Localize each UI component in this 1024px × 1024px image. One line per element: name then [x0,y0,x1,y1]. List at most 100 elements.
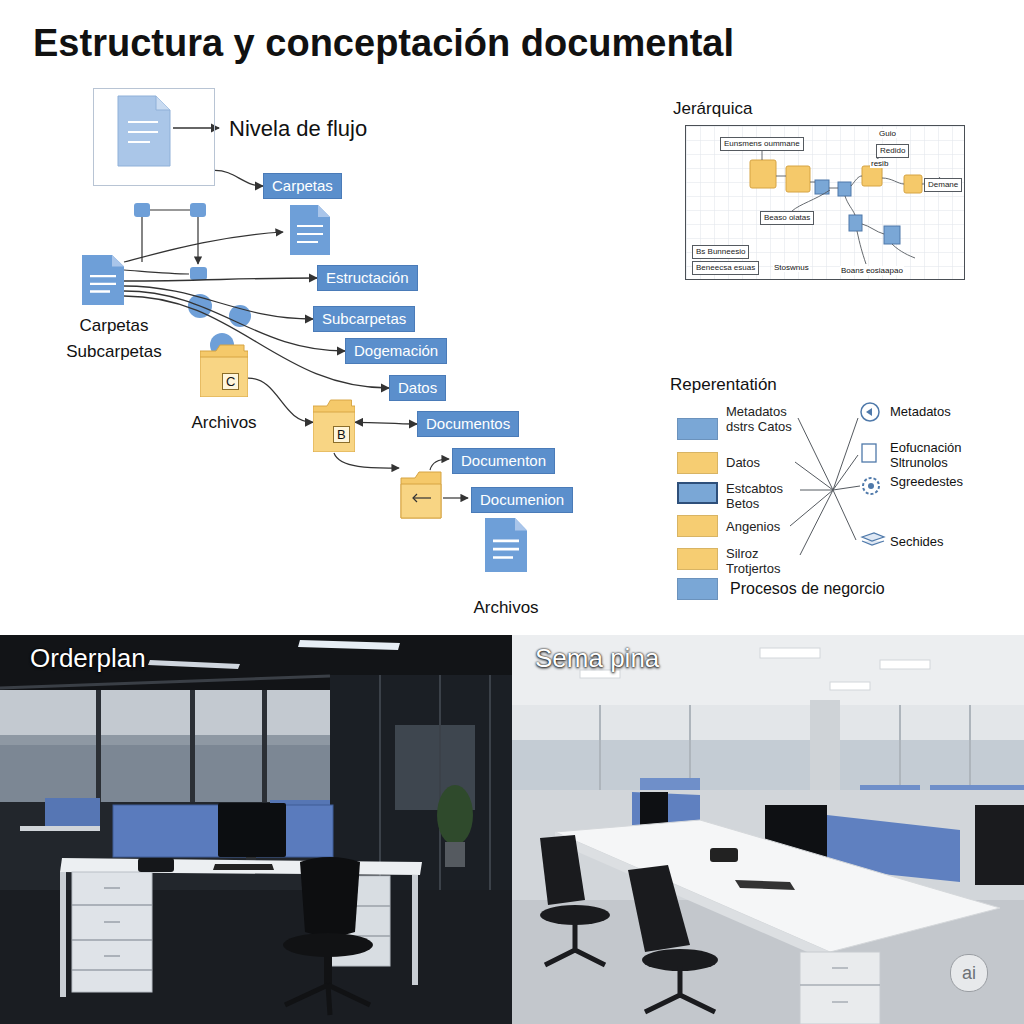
node-label: C [222,373,239,390]
mini-box: Demane [924,178,962,192]
connector-arrow [124,278,317,281]
office-photo-left-part [213,864,274,870]
hierarchy-illustration-part [904,175,922,193]
watermark: ai [950,954,988,992]
flow-illustration-part [190,267,207,280]
node-text: Subcarpetas [322,310,406,327]
hierarchy-illustration-part [838,182,851,196]
office-photo-right-part [800,968,880,1002]
folder-front [313,412,355,452]
office-photo-left-part [0,690,330,735]
office-photo-right-part [512,705,1024,790]
office-photo-left-part [45,798,100,826]
office-photo-left-part [60,872,66,997]
office-photo-left-part [439,675,441,905]
node-text: Beneecsa esuas [696,263,755,272]
process-box: Documenton [452,448,555,474]
representation-illustration-part [862,533,884,545]
node-label: Archivos [469,598,543,618]
flow-illustration-part [190,203,206,217]
office-photo-right-part [545,920,605,965]
node-text: Dogemación [354,342,438,359]
document-body [485,518,527,572]
connector-arrow [215,170,263,186]
text-label: Eofucnación Sltrunolos [890,440,980,470]
legend-text: Estcabtos Betos [726,481,796,511]
hierarchy-illustration [685,125,965,280]
office-photo-left-part [72,888,152,970]
flow-illustration-part [413,494,417,502]
office-photo-right-part [645,966,715,1012]
flow-illustration-part [334,453,399,468]
flow-illustration-part [128,131,158,133]
flow-illustration-part [297,241,318,243]
legend-text: Angenios [726,519,780,534]
representation-illustration-part [868,483,874,489]
flow-illustration-part [128,141,150,143]
hierarchy-illustration-part [762,151,940,264]
text-label: Stoswnus [773,263,810,272]
node-label: B [333,426,350,443]
flow-illustration-part [290,205,330,255]
node-label: Nivela de flujo [229,116,367,142]
legend-text: Procesos de negorcio [730,579,885,599]
office-photo-left-part [0,676,330,688]
flow-frame: Nivela de flujo [93,88,215,186]
office-photo-left-part [437,785,473,845]
representation-illustration-part [861,403,879,421]
representation-illustration-part [866,408,872,416]
flow-illustration-part [134,203,150,217]
process-box: Carpetas [263,173,342,199]
connector-arrow [355,422,417,424]
office-photo-right-part [880,660,930,669]
legend-swatch [677,578,718,600]
legend-text: Metadatos dstrs Catos [726,404,792,434]
text-label: Sechides [890,534,943,549]
diagram-title: Estructura y conceptación documental [33,22,734,65]
hierarchy-panel: JerárquicaEunsmens oummaneRedidoDemaneBe… [685,125,965,280]
office-photo-right-part [735,880,795,890]
office-photo-left-part [138,858,174,872]
connector-arrow [248,378,313,422]
process-box: Documenion [471,487,573,513]
node-text: Bs Bunneesio [696,247,745,256]
legend-swatch [677,515,718,537]
office-photo-left-part [262,690,267,802]
document-lines [493,541,519,558]
flow-illustration-part [124,232,283,262]
node-text: Beaso oiatas [764,213,810,222]
flow-illustration-part [118,96,170,166]
flow-illustration-part [401,484,441,518]
folder-front [200,357,248,397]
flow-illustration-part [443,497,468,498]
process-box: Datos [389,375,446,401]
node-text: Documenton [461,452,546,469]
node-label: Archivos [186,413,262,433]
process-box: Dogemación [345,338,447,364]
office-photo-left-part [0,745,330,802]
office-photo-right-part [555,832,830,962]
node-text: Demane [928,180,958,189]
flow-illustration-part [150,209,190,210]
document-body [82,255,124,305]
legend-text: Silroz Trotjertos [726,546,792,576]
flow-illustration-part [124,270,189,274]
office-photo-right-part [600,705,970,790]
flow-illustration-part [297,225,323,227]
office-photo-right-part [800,952,880,1024]
node-text: Documenion [480,491,564,508]
hierarchy-illustration-part [685,125,965,280]
folder-icon [313,398,355,452]
flow-illustration-part [197,217,198,264]
office-photo-right-part [830,682,870,690]
text-label: Guio [878,129,897,138]
office-photo-left-part [285,985,370,1015]
process-box: Estructación [317,265,418,291]
office-photo-right-part [512,705,1024,740]
photo-label: Orderplan [30,643,146,674]
folder-node: B [313,398,355,452]
flow-illustration [118,96,468,518]
hierarchy-illustration-part [849,215,862,231]
hierarchy-illustration-part [884,226,900,244]
document-icon [82,255,124,305]
